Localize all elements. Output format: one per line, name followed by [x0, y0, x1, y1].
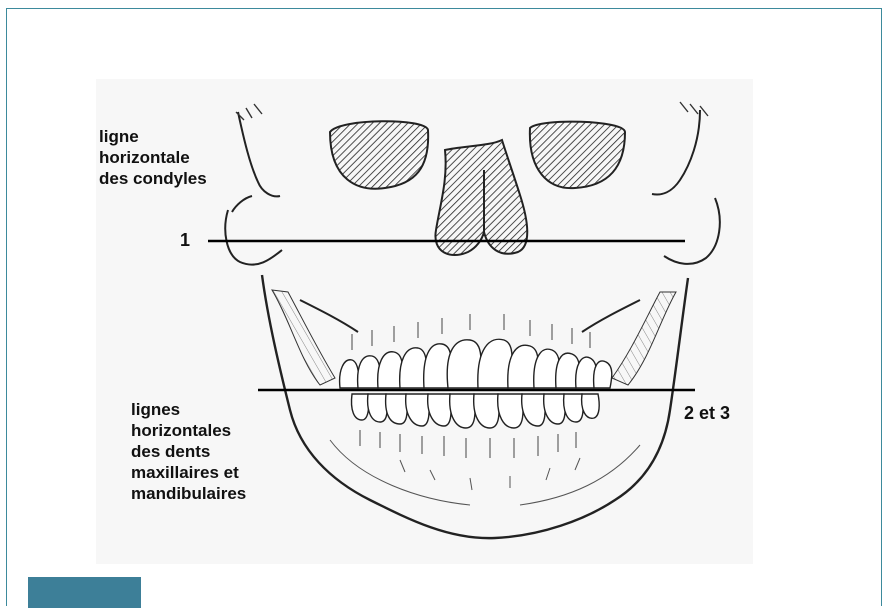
line-2-3-number: 2 et 3 — [684, 403, 730, 424]
left-orbit — [330, 121, 428, 188]
line-1-number: 1 — [180, 230, 190, 251]
nasal-cavity — [435, 140, 527, 255]
upper-teeth — [340, 339, 612, 388]
caption-tab — [28, 577, 141, 608]
right-cranium-edge — [652, 110, 700, 194]
teeth-lines-label: lignes horizontales des dents maxillaire… — [131, 399, 246, 504]
right-condyle — [664, 198, 720, 264]
left-cranium-edge — [238, 112, 280, 196]
condyle-line-label: ligne horizontale des condyles — [99, 126, 207, 189]
left-condyle — [225, 210, 282, 265]
right-orbit — [530, 122, 625, 189]
lower-teeth — [351, 394, 599, 428]
